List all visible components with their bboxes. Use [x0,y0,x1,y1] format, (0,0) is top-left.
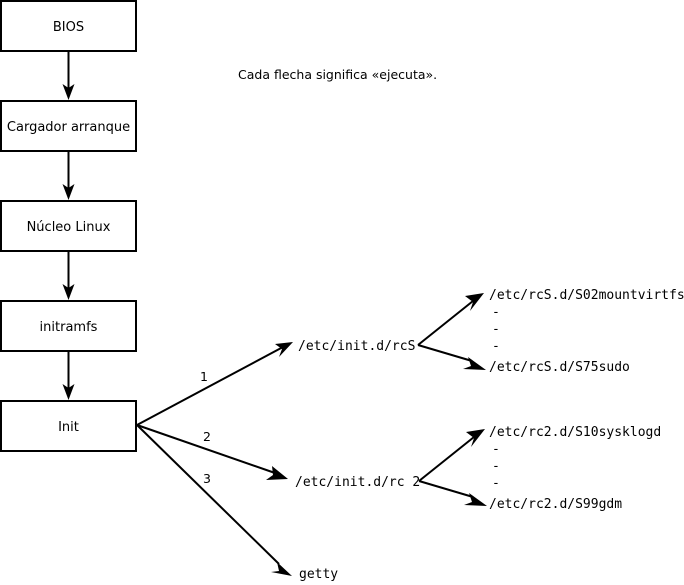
node-initramfs-box[interactable] [0,300,137,352]
node-bootloader-label: Cargador arranque [7,120,130,135]
node-kernel-box[interactable] [0,200,137,252]
arrow-head-icon [464,493,487,506]
edge-number-2: 2 [203,429,211,444]
rcs-ellipsis-dash-3: - [492,339,500,354]
edge-rcs-to-first-script [417,293,484,346]
diagram-caption: Cada flecha significa «ejecuta». [238,67,437,82]
node-bios-label: BIOS [53,20,84,35]
node-kernel[interactable]: Núcleo Linux [0,200,137,252]
rc2-ellipsis-dash-2: - [492,459,500,474]
edge-number-3: 3 [203,471,211,486]
init-fanout-group: 1 2 3 /etc/init.d/rcS /etc/init.d/rc 2 g… [136,339,420,582]
node-bootloader[interactable]: Cargador arranque [0,100,137,152]
arrow-head-icon [266,466,288,480]
arrow-head-icon [463,357,486,370]
edge-rc2-to-first-script [418,429,485,482]
rc2-ellipsis-dash-1: - [492,442,500,457]
node-initramfs-label: initramfs [40,320,98,335]
label-init-d-rcs[interactable]: /etc/init.d/rcS [298,339,415,354]
arrow-head-icon [62,84,75,100]
label-rcs-first-script[interactable]: /etc/rcS.d/S02mountvirtfs [489,288,684,303]
arrow-head-icon [275,342,293,357]
label-init-d-rc2[interactable]: /etc/init.d/rc 2 [295,475,420,490]
arrow-initramfs-to-init [62,351,75,400]
edge-init-to-getty: 3 [136,424,292,576]
rcs-ellipsis-dash-2: - [492,322,500,337]
vertical-arrows-group [62,51,75,400]
boot-chain-group: BIOS Cargador arranque Núcleo Linux init… [0,0,137,452]
rcs-scripts-group: /etc/rcS.d/S02mountvirtfs - - - /etc/rcS… [417,288,684,375]
arrow-head-icon [465,293,484,311]
node-bios[interactable]: BIOS [0,0,137,52]
label-rc2-last-script[interactable]: /etc/rc2.d/S99gdm [489,497,622,512]
arrow-kernel-to-initramfs [62,251,75,300]
edge-init-to-rc2: 2 [136,424,288,480]
edge-number-1: 1 [200,369,208,384]
node-initramfs[interactable]: initramfs [0,300,137,352]
arrow-bios-to-bootloader [62,51,75,100]
arrow-head-icon [62,184,75,200]
edge-rc2-to-last-script [418,480,487,506]
arrow-head-icon [466,429,485,447]
rcs-ellipsis-dash-1: - [492,305,500,320]
node-kernel-label: Núcleo Linux [27,220,111,235]
label-getty[interactable]: getty [299,567,338,582]
node-bios-box[interactable] [0,0,137,52]
label-rc2-first-script[interactable]: /etc/rc2.d/S10sysklogd [489,425,661,440]
node-init[interactable]: Init [0,400,137,452]
arrow-head-icon [62,284,75,300]
label-rcs-last-script[interactable]: /etc/rcS.d/S75sudo [489,360,630,375]
node-init-box[interactable] [0,400,137,452]
edge-rcs-to-last-script [417,344,486,370]
arrow-head-icon [62,384,75,400]
rc2-ellipsis-dash-3: - [492,476,500,491]
node-init-label: Init [58,420,79,435]
rc2-scripts-group: /etc/rc2.d/S10sysklogd - - - /etc/rc2.d/… [418,425,661,512]
arrow-bootloader-to-kernel [62,151,75,200]
arrow-head-icon [271,562,292,576]
edge-init-to-rcs: 1 [136,342,293,426]
